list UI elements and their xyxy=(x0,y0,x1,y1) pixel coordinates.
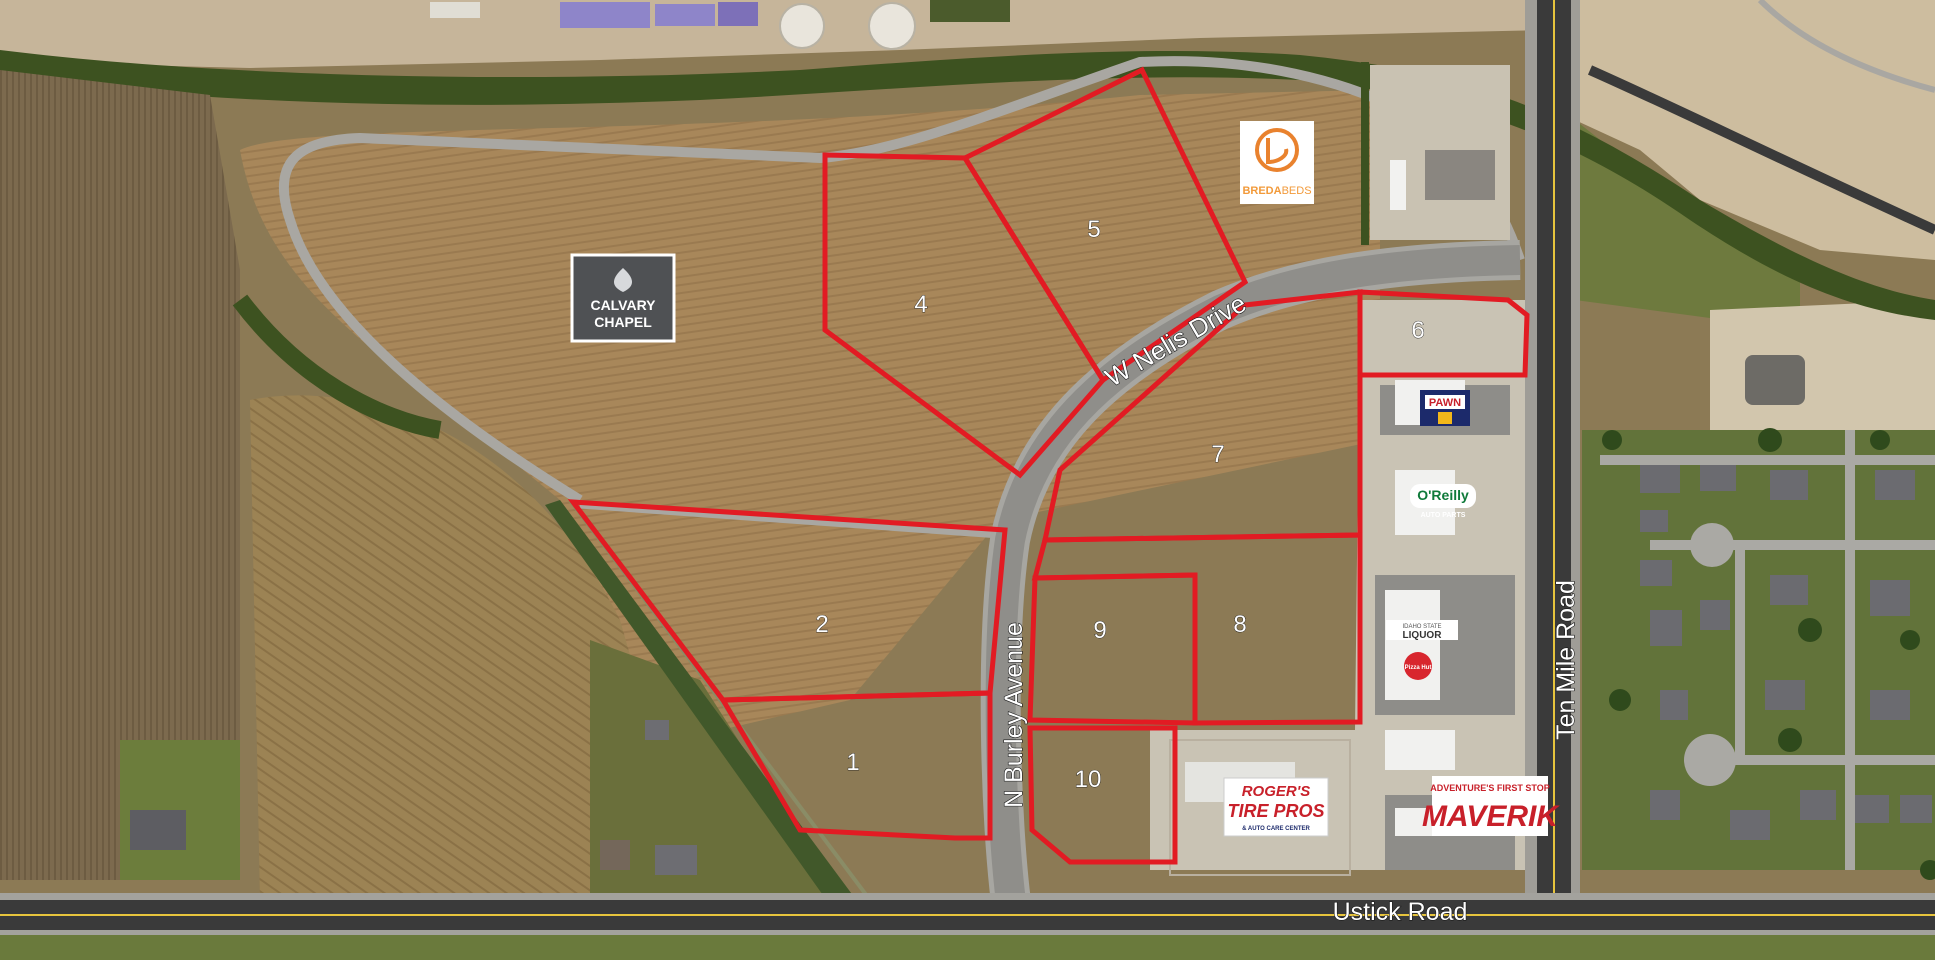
breda-b-icon xyxy=(1255,128,1299,172)
curved-road xyxy=(1587,65,1935,235)
rogers-text1: ROGER'S xyxy=(1242,783,1311,800)
breda-text2: BEDS xyxy=(1282,185,1312,197)
oreilly-text2: AUTO PARTS xyxy=(1421,512,1466,519)
roadside-grass xyxy=(0,935,1935,960)
building-liquor-pizza xyxy=(1385,590,1440,700)
oreilly-text1: O'Reilly xyxy=(1417,487,1469,503)
lot-2-outline[interactable] xyxy=(567,499,1008,703)
building-purple xyxy=(560,2,650,28)
street-label-ustick: Ustick Road xyxy=(1333,898,1468,926)
path-spur xyxy=(579,501,1001,539)
lot-7-label: 7 xyxy=(1211,441,1224,468)
lot-5-outline[interactable] xyxy=(961,66,1249,384)
pizza-hut-logo: Pizza Hut xyxy=(1404,652,1432,680)
tire-shop-lot xyxy=(1169,739,1351,876)
lot-6-label: 6 xyxy=(1411,317,1424,344)
rogers-text2: TIRE PROS xyxy=(1227,801,1324,821)
lot-outlines xyxy=(567,66,1530,865)
breda-text1: BREDA xyxy=(1242,185,1281,197)
lot-8-label: 8 xyxy=(1233,611,1246,638)
subdivision-houses xyxy=(1640,465,1932,840)
dove-icon xyxy=(613,268,633,292)
commercial-strip xyxy=(1150,300,1525,870)
maverik-text1: ADVENTURE'S FIRST STOP xyxy=(1430,783,1550,793)
arc-field xyxy=(250,395,700,900)
house-roof xyxy=(130,810,186,850)
lot-2-label: 2 xyxy=(815,611,828,638)
lot-5-label: 5 xyxy=(1087,216,1100,243)
street-label-ten-mile: Ten Mile Road xyxy=(1552,580,1580,740)
house-roof xyxy=(645,720,669,740)
pawn-text: PAWN xyxy=(1429,397,1461,409)
lot-9-label: 9 xyxy=(1093,617,1106,644)
crop-field xyxy=(0,70,240,880)
diagonal-tree-line xyxy=(545,500,860,905)
path xyxy=(1757,0,1935,93)
street-label-burley: N Burley Avenue xyxy=(1000,622,1028,808)
building xyxy=(1385,730,1455,770)
substation-equipment xyxy=(1425,150,1495,200)
building-purple xyxy=(718,2,758,26)
rogers-tire-pros-logo: ROGER'S TIRE PROS & AUTO CARE CENTER xyxy=(1223,777,1329,837)
lot-4-outline[interactable] xyxy=(822,152,1107,479)
storage-tank xyxy=(868,2,916,50)
cul-de-sac xyxy=(1690,523,1734,567)
tree-patch xyxy=(930,0,1010,22)
lot-4-label: 4 xyxy=(914,291,927,318)
calvary-line2: CHAPEL xyxy=(594,314,652,330)
tree-row xyxy=(232,294,442,439)
development-dirt xyxy=(1575,0,1935,260)
industrial-yard xyxy=(0,0,1545,68)
breda-beds-logo: BREDABEDS xyxy=(1240,121,1314,204)
lot-9-outline[interactable] xyxy=(1027,572,1198,726)
residential-lots xyxy=(590,640,840,900)
canal-trees xyxy=(0,50,1935,320)
lot-10-label: 10 xyxy=(1075,766,1102,793)
calvary-line1: CALVARY xyxy=(590,297,656,313)
building-purple xyxy=(655,4,715,26)
substation-equipment xyxy=(1390,160,1406,210)
house-roof xyxy=(600,840,630,870)
building xyxy=(430,2,480,18)
liquor-text2: LIQUOR xyxy=(1403,630,1443,641)
oreilly-logo: O'Reilly AUTO PARTS xyxy=(1410,484,1476,519)
idaho-liquor-logo: IDAHO STATE LIQUOR xyxy=(1386,620,1458,641)
liquor-text1: IDAHO STATE xyxy=(1402,624,1441,630)
maverik-logo: ADVENTURE'S FIRST STOP MAVERIK xyxy=(1422,776,1560,836)
cul-de-sac xyxy=(1684,734,1736,786)
lot-10-outline[interactable] xyxy=(1027,725,1178,865)
maverik-text2: MAVERIK xyxy=(1422,800,1560,833)
development-field xyxy=(240,90,1380,730)
parking-pad xyxy=(1745,355,1805,405)
subdivision-trees xyxy=(1602,428,1935,880)
rogers-text3: & AUTO CARE CENTER xyxy=(1242,826,1310,832)
pizza-text: Pizza Hut xyxy=(1405,665,1432,671)
lot-dirt xyxy=(1710,300,1935,440)
lot-1-label: 1 xyxy=(846,749,859,776)
storage-tank xyxy=(779,3,825,49)
pawn-logo: PAWN xyxy=(1420,390,1470,426)
svg-text:BREDABEDS: BREDABEDS xyxy=(1242,185,1311,197)
house-roof xyxy=(655,845,697,875)
calvary-chapel-logo: CALVARY CHAPEL xyxy=(570,253,676,343)
